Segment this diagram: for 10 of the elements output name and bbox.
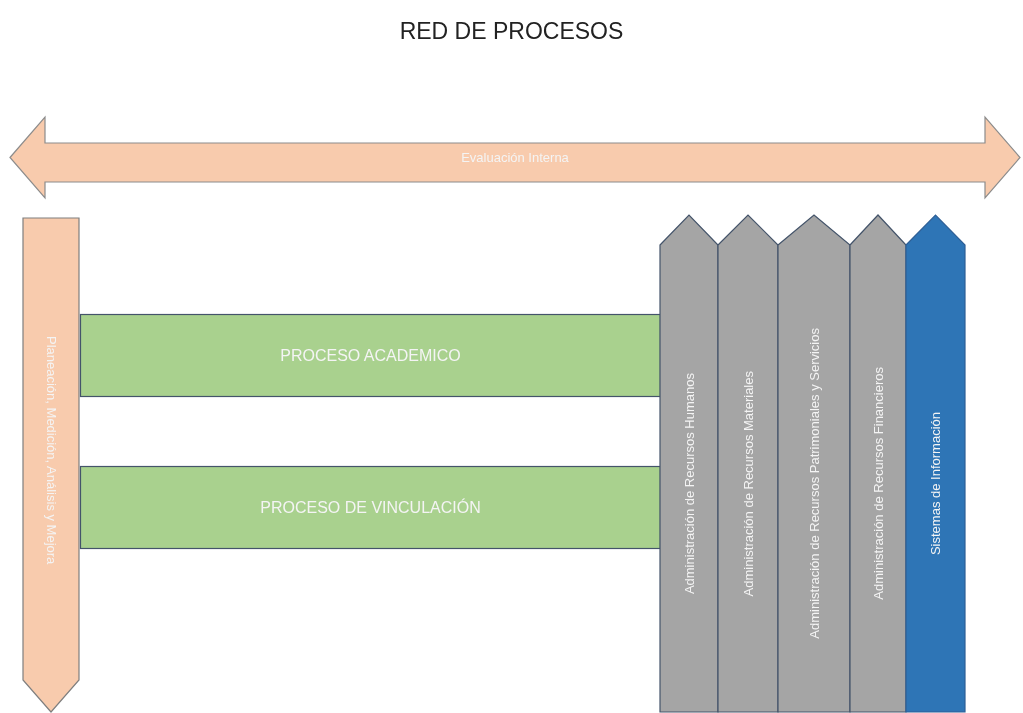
process-label: PROCESO DE VINCULACIÓN bbox=[260, 498, 481, 517]
band-label: Planeación, Medición, Análisis y Mejora bbox=[43, 335, 59, 565]
column-label: Administración de Recursos Materiales bbox=[740, 370, 756, 597]
column-label: Administración de Recursos Humanos bbox=[681, 372, 697, 595]
column-label: Administración de Recursos Financieros bbox=[870, 367, 886, 600]
column-label: Administración de Recursos Patrimoniales y Servicios bbox=[806, 328, 822, 639]
process-label: PROCESO ACADEMICO bbox=[280, 346, 461, 365]
diagram-title: RED DE PROCESOS bbox=[399, 18, 624, 44]
band-label: Evaluación Interna bbox=[461, 150, 569, 165]
column-label: Sistemas de Información bbox=[928, 411, 943, 556]
